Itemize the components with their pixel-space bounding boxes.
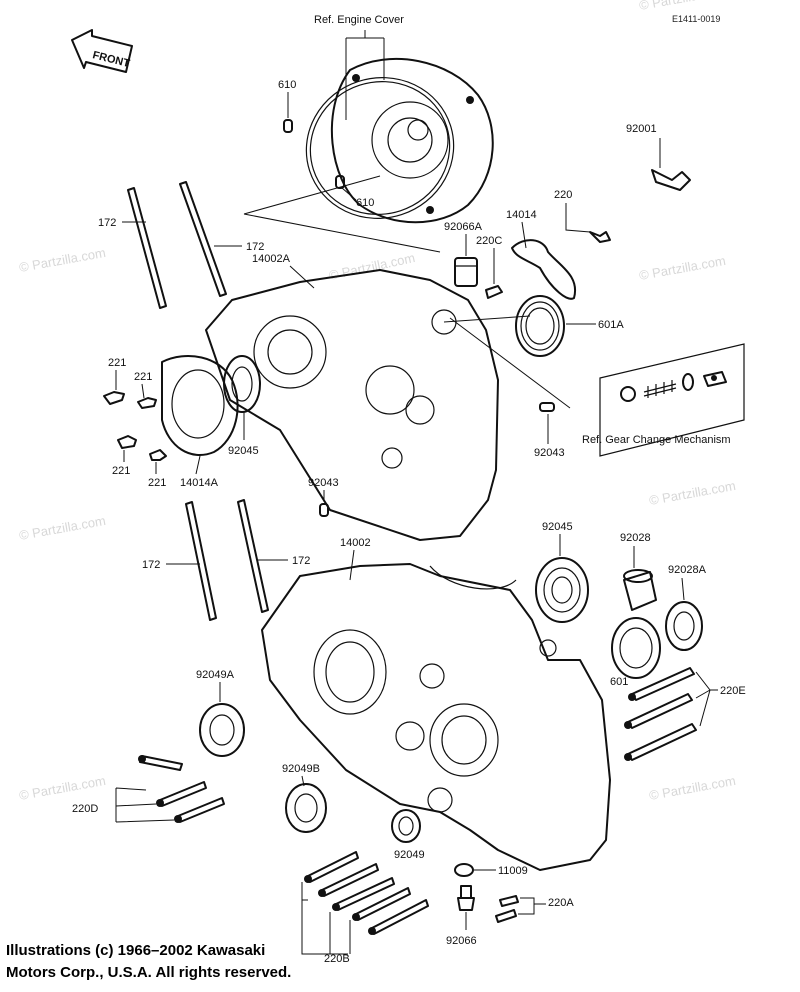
bolts-220B [304,851,429,935]
label-92066: 92066 [446,935,477,947]
stud-172-upper [127,181,227,309]
cap-92028 [623,569,657,611]
cover-plate-14014A [161,355,239,456]
label-610-top: 610 [278,79,296,91]
label-172-a: 172 [98,217,116,229]
label-92043-left: 92043 [308,477,339,489]
engine-cover [330,58,494,224]
label-172-d: 172 [292,555,310,567]
bolts-220E [624,667,697,761]
watermark-text: © Partzilla.com [18,513,107,543]
bolts-220D [138,755,225,823]
label-92043-right: 92043 [534,447,565,459]
oil-seal-92045-left [223,355,261,413]
dowel-pin-610 [283,119,345,189]
label-92049: 92049 [394,849,425,861]
label-92028: 92028 [620,532,651,544]
watermark-text: © Partzilla.com [648,478,737,508]
bolts-220A [495,895,519,923]
label-601A: 601A [598,319,624,331]
bearing-601 [611,617,661,679]
label-221-a: 221 [108,357,126,369]
label-220A: 220A [548,897,574,909]
front-label: FRONT [91,49,131,70]
copyright-notice: Illustrations (c) 1966–2002 Kawasaki Mot… [6,940,426,984]
bearing-601A [515,295,565,357]
upper-crankcase-14002A [205,269,499,541]
label-14014: 14014 [506,209,537,221]
label-221-d: 221 [148,477,166,489]
oil-seal-92049A [199,703,245,757]
label-92045-right: 92045 [542,521,573,533]
label-220: 220 [554,189,572,201]
bearing-92045-right [535,557,589,623]
drain-plug-92066 [457,885,475,911]
watermark-text: © Partzilla.com [648,773,737,803]
lower-crankcase-14002 [261,563,611,871]
watermark-text: © Partzilla.com [638,0,727,13]
label-14002: 14002 [340,537,371,549]
bolt-220C [485,285,503,299]
copyright-line-1: Illustrations (c) 1966–2002 Kawasaki [6,942,266,959]
label-92001: 92001 [626,123,657,135]
drawing-code: E1411-0019 [672,14,720,24]
ref-engine-cover-label: Ref. Engine Cover [314,14,404,26]
watermark-text: © Partzilla.com [638,253,727,283]
plug-92066A [454,257,478,287]
label-92066A: 92066A [444,221,483,233]
washer-11009 [454,863,474,877]
dowel-pin-92043 [319,402,555,517]
label-92028A: 92028A [668,564,707,576]
watermark-text: © Partzilla.com [328,250,417,283]
label-610-bottom: 610 [356,197,374,209]
ref-gear-change-label: Ref. Gear Change Mechanism [582,434,731,446]
gear-change-box [599,343,745,457]
copyright-line-2: Motors Corp., U.S.A. All rights reserved… [6,964,292,981]
screw-221 [103,391,167,461]
label-172-b: 172 [246,241,264,253]
label-92049A: 92049A [196,669,235,681]
label-221-b: 221 [134,371,152,383]
cover-gasket [305,77,455,219]
label-220C: 220C [476,235,502,247]
label-172-c: 172 [142,559,160,571]
oil-seal-92049 [391,809,421,843]
label-14002A: 14002A [252,253,291,265]
bolt-220 [589,231,611,243]
label-14014A: 14014A [180,477,219,489]
label-92045-left: 92045 [228,445,259,457]
label-220D: 220D [72,803,98,815]
oil-seal-92049B [285,783,327,833]
label-601: 601 [610,676,628,688]
label-11009: 11009 [498,865,528,877]
bolt-92001 [651,169,691,191]
stud-172-lower [185,499,269,621]
watermark-text: © Partzilla.com [18,773,107,803]
label-220E: 220E [720,685,746,697]
label-220B: 220B [324,953,350,965]
front-arrow-icon: FRONT [71,29,133,73]
bracket-14014 [511,239,577,300]
collar-92028A [665,601,703,651]
label-221-c: 221 [112,465,130,477]
label-92049B: 92049B [282,763,320,775]
engine-cover-bracket [345,30,385,120]
watermark-text: © Partzilla.com [18,245,107,275]
